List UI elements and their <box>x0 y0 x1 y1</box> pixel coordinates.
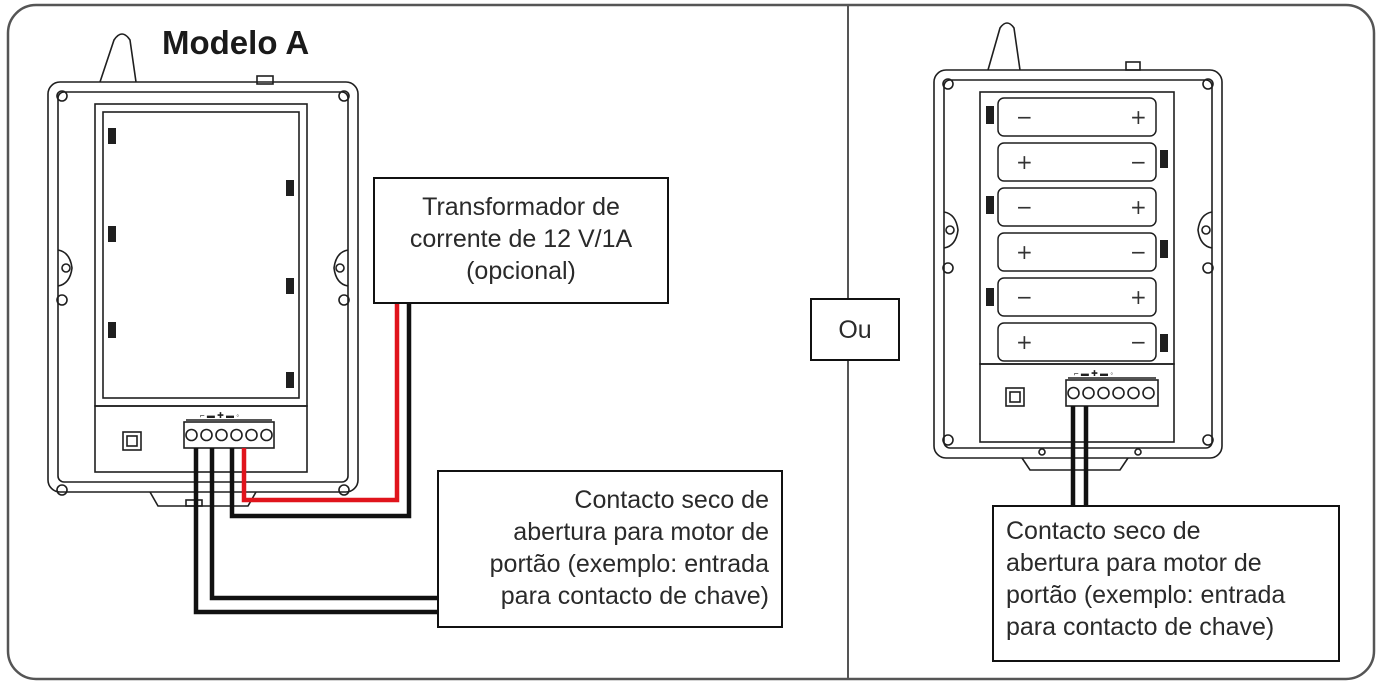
contact-a-line-4: para contacto de chave) <box>500 582 769 610</box>
battery-cell <box>997 97 1157 137</box>
lug-left-a <box>57 249 73 287</box>
lug-hole-left-a <box>61 263 71 273</box>
wire-red-transformer <box>241 302 400 503</box>
contact-label-box-b: Contacto seco de abertura para motor de … <box>992 505 1340 662</box>
lug-right-b <box>1197 211 1213 249</box>
or-label-box: Ou <box>810 298 900 361</box>
battery-cell <box>997 142 1157 182</box>
battery-contacts-b <box>986 106 1168 352</box>
contact-a-line-1: Contacto seco de <box>574 486 769 514</box>
transformer-line-2: corrente de 12 V/1A <box>409 225 633 253</box>
wires-a <box>193 302 437 615</box>
lug-right-a <box>333 249 349 287</box>
battery-left-terminal-sign: + <box>1016 330 1033 354</box>
housing-b <box>933 69 1223 459</box>
battery-right-terminal-sign: + <box>1130 105 1147 129</box>
contact-b-line-4: para contacto de chave) <box>1006 613 1275 641</box>
battery-cell <box>997 232 1157 272</box>
battery-cell <box>997 187 1157 227</box>
device-b: ⌐ ▬ ✚ ▬ ◦ <box>933 22 1223 471</box>
battery-right-terminal-sign: − <box>1130 330 1147 354</box>
or-label: Ou <box>838 316 872 344</box>
transformer-label-box: Transformador de corrente de 12 V/1A (op… <box>373 177 669 304</box>
battery-cell <box>997 322 1157 362</box>
contact-a-line-3: portão (exemplo: entrada <box>489 550 769 578</box>
transformer-line-1: Transformador de <box>422 193 620 221</box>
battery-right-terminal-sign: − <box>1130 150 1147 174</box>
lug-left-b <box>943 211 959 249</box>
battery-right-terminal-sign: + <box>1130 285 1147 309</box>
contact-label-box-a: Contacto seco de abertura para motor de … <box>437 470 783 628</box>
wire-black-contact-2 <box>193 448 437 615</box>
battery-cells-b: − + + − − + + − − + + − <box>997 97 1157 362</box>
antenna-b <box>987 22 1021 71</box>
device-a: ⌐ ▬ ✚ ▬ ◦ <box>47 33 359 507</box>
battery-right-terminal-sign: − <box>1130 240 1147 264</box>
contact-a-line-2: abertura para motor de <box>513 518 769 546</box>
terminal-block-a <box>183 421 275 449</box>
svg-text:⌐ ▬ ✚ ▬ ◦: ⌐ ▬ ✚ ▬ ◦ <box>200 411 239 420</box>
housing-inner-a <box>57 91 349 483</box>
wires-b <box>1070 406 1089 505</box>
contact-b-line-3: portão (exemplo: entrada <box>1006 581 1286 609</box>
outer-frame <box>6 3 1376 681</box>
transformer-line-3: (opcional) <box>466 257 576 285</box>
terminal-block-b <box>1065 379 1159 407</box>
lower-compartment-a <box>94 405 308 473</box>
lug-hole-right-a <box>335 263 345 273</box>
bottom-tab-a <box>149 491 257 507</box>
top-clip-a <box>256 75 274 85</box>
battery-left-terminal-sign: + <box>1016 240 1033 264</box>
antenna-a <box>99 33 137 83</box>
pairing-button-a <box>122 431 142 451</box>
model-title: Modelo A <box>162 24 310 61</box>
housing-a <box>47 81 359 493</box>
battery-contacts-a <box>108 128 294 388</box>
svg-text:⌐ ▬ ✚ ▬ ◦: ⌐ ▬ ✚ ▬ ◦ <box>1074 369 1113 378</box>
wire-black-contact-1 <box>209 448 437 601</box>
battery-left-terminal-sign: − <box>1016 195 1033 219</box>
battery-cell <box>997 277 1157 317</box>
top-clip-b <box>1125 61 1141 71</box>
wire-black-transformer <box>229 302 412 519</box>
lower-compartment-b <box>979 363 1175 443</box>
battery-left-terminal-sign: − <box>1016 105 1033 129</box>
contact-b-line-1: Contacto seco de <box>1006 517 1201 545</box>
battery-right-terminal-sign: + <box>1130 195 1147 219</box>
battery-left-terminal-sign: + <box>1016 150 1033 174</box>
battery-left-terminal-sign: − <box>1016 285 1033 309</box>
contact-b-line-2: abertura para motor de <box>1006 549 1262 577</box>
battery-compartment-a <box>94 103 308 407</box>
pairing-button-b <box>1005 387 1025 407</box>
